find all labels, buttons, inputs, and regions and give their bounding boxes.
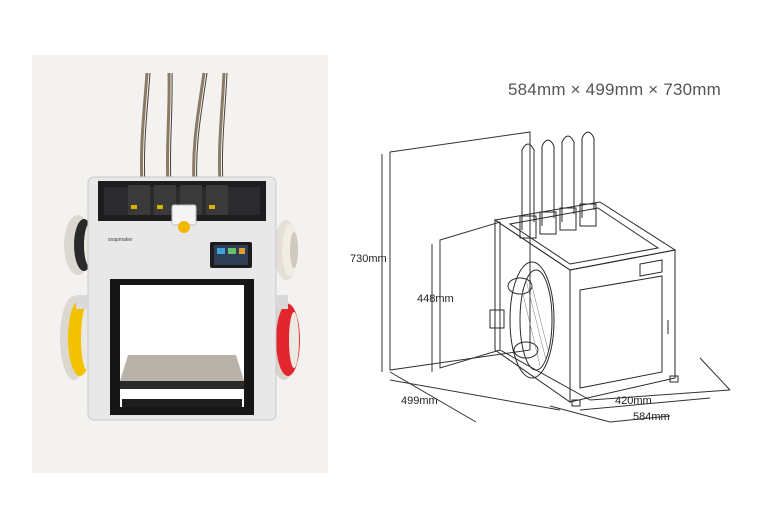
- printer-outline: [489, 131, 679, 407]
- printer-body: snapmaker: [76, 176, 288, 421]
- total-width-label: 584mm: [633, 411, 670, 423]
- filament-spool-red: [270, 300, 300, 380]
- filament-spool-white: [274, 220, 298, 280]
- bed-height-label: 448mm: [417, 293, 454, 305]
- product-photo: snapmaker: [32, 55, 328, 473]
- toolhead-cables: [139, 72, 226, 186]
- spool-hatching: [521, 277, 549, 367]
- depth-dim-line: [389, 371, 477, 423]
- brand-logo: snapmaker: [108, 237, 133, 243]
- rear-reference-plane: [389, 131, 531, 371]
- depth-label: 499mm: [401, 395, 438, 407]
- printer-illustration: snapmaker: [60, 72, 300, 421]
- dimension-diagram: 730mm 448mm 499mm 420mm 584mm: [350, 131, 731, 423]
- front-width-label: 420mm: [615, 395, 652, 407]
- height-label: 730mm: [350, 253, 387, 265]
- dimensions-title: 584mm × 499mm × 730mm: [508, 80, 722, 99]
